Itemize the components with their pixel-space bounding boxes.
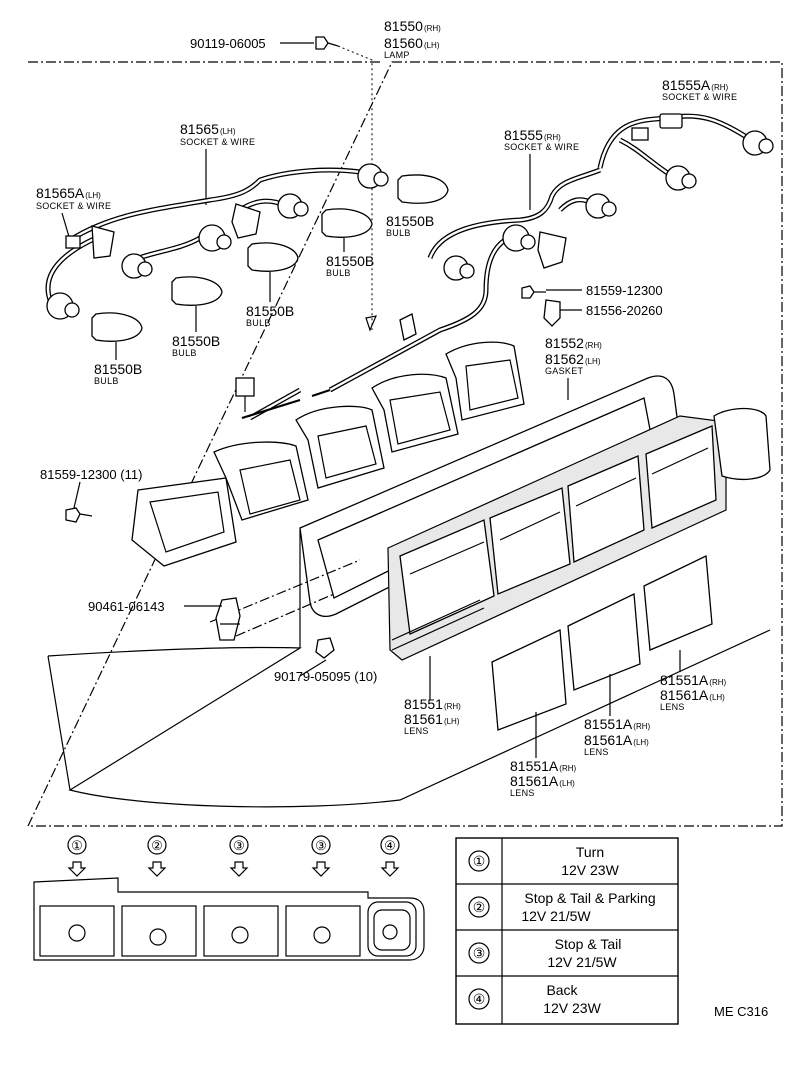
- table-ref: ①: [473, 853, 486, 869]
- label-bulb-5-caption: BULB: [94, 376, 119, 386]
- label-lensA-mid-caption: LENS: [584, 747, 609, 757]
- bumper-outline: [47, 530, 771, 808]
- position-diagram: ① ② ③ ③ ④: [33, 835, 425, 961]
- table-row: ② Stop & Tail & Parking 12V 21/5W: [468, 890, 656, 924]
- label-socket-left-caption: SOCKET & WIRE: [36, 201, 111, 211]
- label-lensA-mid-rh: 81551A(RH): [584, 716, 651, 732]
- label-bulb-2: 81550B: [326, 253, 374, 269]
- label-bulb-5: 81550B: [94, 361, 142, 377]
- table-row: ① Turn 12V 23W: [468, 844, 620, 878]
- table-function: Stop & Tail & Parking: [524, 890, 655, 906]
- bulb-2: [321, 208, 373, 238]
- label-lamp-rh: 81550(RH): [384, 18, 441, 34]
- label-clip: 90461-06143: [88, 599, 165, 614]
- table-spec: 12V 23W: [561, 862, 619, 878]
- table-row: ④ Back 12V 23W: [468, 982, 602, 1016]
- position-ref-4: ④: [384, 838, 396, 853]
- bulb-5: [91, 312, 143, 342]
- label-screw-top: 90119-06005: [190, 36, 266, 51]
- table-ref: ②: [473, 899, 486, 915]
- table-row: ③ Stop & Tail 12V 21/5W: [468, 936, 622, 970]
- nut-part: [315, 637, 335, 659]
- assembly-boundary: [27, 61, 783, 827]
- label-socket-right-caption: SOCKET & WIRE: [662, 92, 737, 102]
- table-spec: 12V 23W: [543, 1000, 601, 1016]
- clip-part: [215, 597, 241, 641]
- label-lensA-left-rh: 81551A(RH): [510, 758, 577, 774]
- bulb-4: [171, 276, 223, 306]
- label-gasket-caption: GASKET: [545, 366, 584, 376]
- socket-wire-left: [45, 225, 115, 320]
- label-bulb-1: 81550B: [386, 213, 434, 229]
- bulb-3: [247, 242, 299, 272]
- label-bulb-4-caption: BULB: [172, 348, 197, 358]
- label-lensA-right-rh: 81551A(RH): [660, 672, 727, 688]
- label-lamp-caption: LAMP: [384, 50, 410, 60]
- position-ref-1: ①: [71, 838, 83, 853]
- table-ref: ④: [473, 991, 486, 1007]
- socket-wire-mid-rh: [235, 167, 617, 421]
- bulb-1: [397, 174, 449, 204]
- label-lens-caption: LENS: [404, 726, 429, 736]
- screw-left-part: [65, 507, 93, 523]
- drawing-code: ME C316: [714, 1004, 768, 1019]
- position-ref-2: ②: [151, 838, 163, 853]
- label-nut: 90179-05095 (10): [274, 669, 377, 684]
- label-bulb-4: 81550B: [172, 333, 220, 349]
- label-lensA-right-caption: LENS: [660, 702, 685, 712]
- table-function: Stop & Tail: [555, 936, 622, 952]
- label-socket-mid-rh: 81555(RH): [504, 127, 561, 143]
- label-socket-mid-rh-caption: SOCKET & WIRE: [504, 142, 579, 152]
- label-screw-right: 81559-12300: [586, 283, 663, 298]
- label-lensA-mid-lh: 81561A(LH): [584, 732, 649, 748]
- position-ref-3a: ③: [233, 838, 245, 853]
- label-bulb-3-caption: BULB: [246, 318, 271, 328]
- label-lamp-lh: 81560(LH): [384, 35, 440, 51]
- position-ref-3b: ③: [315, 838, 327, 853]
- screw-top-part: [280, 36, 373, 330]
- label-socket-mid-lh: 81565(LH): [180, 121, 236, 137]
- lens-assembly: [387, 407, 771, 661]
- socket-wire-right: [597, 113, 774, 191]
- table-spec: 12V 21/5W: [521, 908, 591, 924]
- lens-small-left: [491, 629, 567, 731]
- label-screw-left: 81559-12300 (11): [40, 467, 142, 482]
- label-bulb-1-caption: BULB: [386, 228, 411, 238]
- label-socket-mid-lh-caption: SOCKET & WIRE: [180, 137, 255, 147]
- table-function: Turn: [576, 844, 604, 860]
- label-lensA-right-lh: 81561A(LH): [660, 687, 725, 703]
- table-function: Back: [546, 982, 578, 998]
- label-lensA-left-caption: LENS: [510, 788, 535, 798]
- label-gasket-rh: 81552(RH): [545, 335, 602, 351]
- bracket-right-part: [543, 299, 561, 327]
- label-lens-rh: 81551(RH): [404, 696, 461, 712]
- label-bulb-2-caption: BULB: [326, 268, 351, 278]
- label-bracket-right: 81556-20260: [586, 303, 663, 318]
- table-ref: ③: [473, 945, 486, 961]
- bulb-spec-table: ① Turn 12V 23W ② Stop & Tail & Parking 1…: [455, 837, 679, 1025]
- label-socket-left: 81565A(LH): [36, 185, 101, 201]
- lens-small-mid: [567, 593, 641, 691]
- socket-wire-mid-lh: [68, 163, 389, 279]
- screw-right-part: [521, 285, 546, 299]
- label-socket-right: 81555A(RH): [662, 77, 729, 93]
- label-gasket-lh: 81562(LH): [545, 351, 601, 367]
- lamp-housing: [131, 341, 525, 567]
- lens-small-right: [643, 555, 713, 651]
- table-spec: 12V 21/5W: [547, 954, 617, 970]
- label-lens-lh: 81561(LH): [404, 711, 460, 727]
- label-lensA-left-lh: 81561A(LH): [510, 773, 575, 789]
- label-bulb-3: 81550B: [246, 303, 294, 319]
